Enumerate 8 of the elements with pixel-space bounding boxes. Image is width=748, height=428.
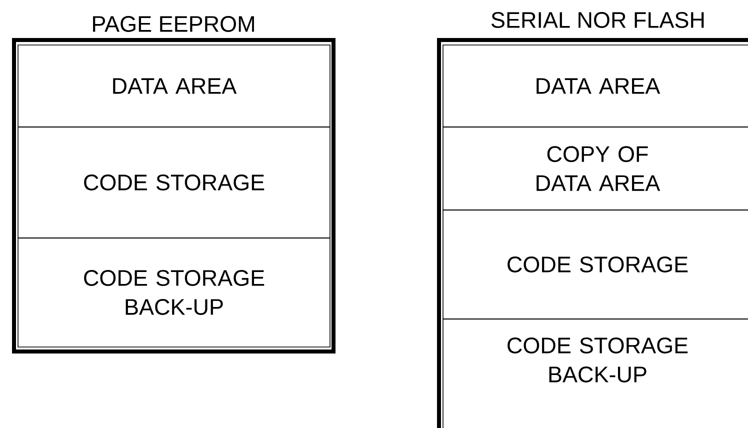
memory-region: COPY OF DATA AREA [536, 146, 660, 191]
memory-region: DATA AREA [536, 78, 660, 94]
memory-region: CODE STORAGE [508, 256, 688, 272]
memory-region: CODE STORAGE BACK-UP [84, 270, 264, 315]
memory-region: CODE STORAGE BACK-UP [508, 338, 688, 382]
node-label: PAGE EEPROM [93, 16, 254, 32]
memory-region: DATA AREA [113, 78, 237, 94]
memory-region: CODE STORAGE [84, 174, 264, 190]
